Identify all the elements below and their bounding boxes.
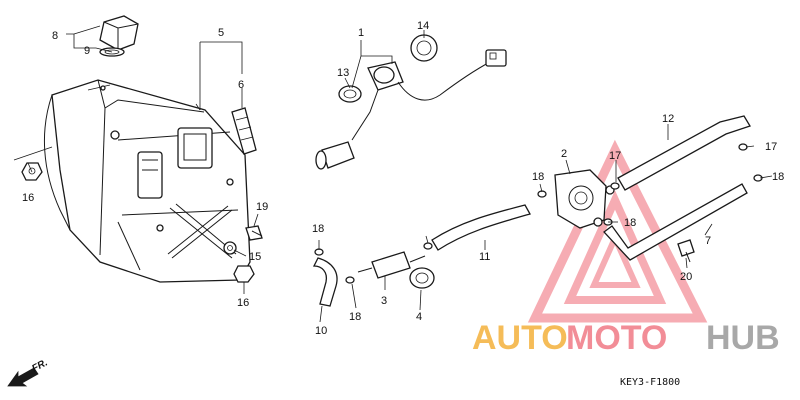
breather-hose-part-6 bbox=[231, 107, 257, 155]
callout-19: 19 bbox=[256, 201, 268, 213]
callout-numbers: 1 2 3 4 5 6 7 8 9 10 11 12 13 14 15 16 1… bbox=[22, 20, 784, 337]
callout-20: 20 bbox=[680, 271, 692, 283]
callout-5: 5 bbox=[218, 27, 224, 39]
washer-part-15 bbox=[223, 241, 237, 255]
callout-8: 8 bbox=[52, 30, 58, 42]
callout-13: 13 bbox=[337, 67, 349, 79]
callout-6: 6 bbox=[238, 79, 244, 91]
clamp-part-4 bbox=[409, 267, 435, 289]
bolt-part-20 bbox=[677, 239, 695, 263]
diagram-code: KEY3-F1800 bbox=[620, 377, 680, 388]
callout-16-left: 16 bbox=[22, 192, 34, 204]
callout-18-c: 18 bbox=[772, 171, 784, 183]
gasket-part-13 bbox=[338, 85, 362, 103]
callout-3: 3 bbox=[381, 295, 387, 307]
connector-plug bbox=[485, 49, 507, 67]
callout-10: 10 bbox=[315, 325, 327, 337]
callout-11: 11 bbox=[479, 251, 490, 263]
fuel-filter-part-3 bbox=[357, 251, 426, 279]
callout-15: 15 bbox=[249, 251, 261, 263]
leader-lines bbox=[13, 25, 773, 323]
callout-17-a: 17 bbox=[609, 150, 621, 162]
callout-18-b: 18 bbox=[624, 217, 636, 229]
callout-9: 9 bbox=[84, 45, 90, 57]
front-arrow-icon bbox=[7, 367, 39, 387]
nut-part-16-right bbox=[233, 265, 255, 283]
fuel-hose-part-10 bbox=[312, 257, 338, 307]
callout-2: 2 bbox=[561, 148, 567, 160]
front-direction-label: FR. bbox=[30, 357, 49, 374]
retainer-ring-part-14 bbox=[410, 34, 438, 62]
callout-1: 1 bbox=[358, 27, 364, 39]
fuel-hose-part-11 bbox=[431, 204, 531, 251]
callout-18-d: 18 bbox=[312, 223, 324, 235]
callout-14: 14 bbox=[417, 20, 429, 32]
callout-12: 12 bbox=[662, 113, 674, 125]
callout-4: 4 bbox=[416, 311, 422, 323]
watermark-wordmark: AUTO MOTO HUB bbox=[472, 319, 780, 357]
bolt-part-19 bbox=[245, 225, 263, 241]
fuel-tank bbox=[44, 79, 251, 283]
fuel-hose-part-7 bbox=[603, 183, 748, 261]
callout-16-right: 16 bbox=[237, 297, 249, 309]
fuel-level-sender-part-1 bbox=[315, 61, 491, 170]
watermark-word-auto: AUTO bbox=[472, 319, 568, 357]
fuel-cap-part-8 bbox=[99, 15, 139, 51]
callout-18-e: 18 bbox=[349, 311, 361, 323]
callout-17-b: 17 bbox=[765, 141, 777, 153]
watermark-word-moto: MOTO bbox=[566, 319, 667, 357]
watermark-word-hub: HUB bbox=[706, 319, 780, 357]
hose-clip-parts bbox=[314, 143, 763, 284]
front-direction-indicator: FR. bbox=[7, 357, 50, 387]
callout-7: 7 bbox=[705, 235, 711, 247]
callout-18-a: 18 bbox=[532, 171, 544, 183]
fuel-hose-part-12 bbox=[617, 115, 751, 191]
